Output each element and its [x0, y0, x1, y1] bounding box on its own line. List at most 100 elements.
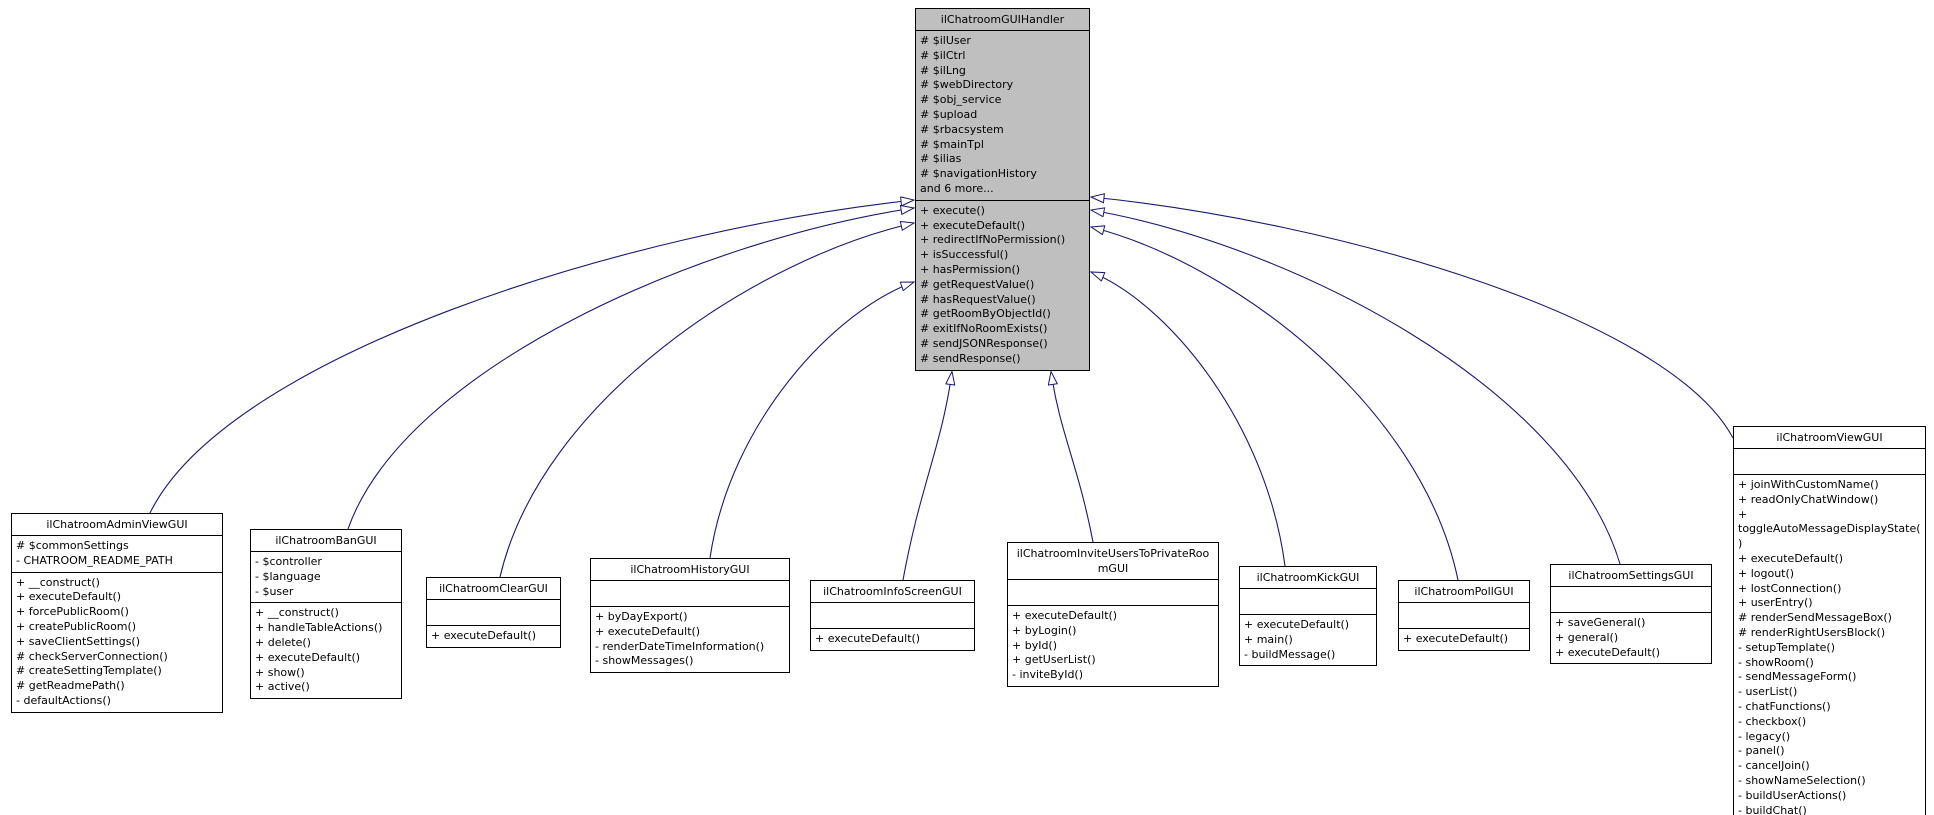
member-row: + toggleAutoMessageDisplayState() [1738, 507, 1921, 551]
class-attributes [427, 600, 560, 626]
class-box-ilChatroomSettingsGUI[interactable]: ilChatroomSettingsGUI + saveGeneral()+ g… [1550, 564, 1712, 665]
class-attributes [811, 603, 974, 629]
class-box-ilChatroomBanGUI[interactable]: ilChatroomBanGUI - $controller- $languag… [250, 529, 402, 700]
member-row: - buildUserActions() [1738, 788, 1847, 802]
member-row: + main() [1244, 632, 1293, 646]
member-row: - CHATROOM_README_PATH [16, 553, 173, 567]
member-row: # $ilUser [920, 34, 971, 47]
member-row: # getRequestValue() [920, 277, 1035, 291]
inheritance-arrow-ilChatroomInfoScreenGUI [902, 372, 952, 581]
member-row: # sendResponse() [920, 351, 1021, 365]
member-row: + show() [255, 665, 305, 679]
class-methods: + __construct()+ executeDefault()+ force… [12, 573, 222, 712]
member-row: # $rbacsystem [920, 122, 1004, 136]
inheritance-arrow-ilChatroomClearGUI [499, 223, 914, 578]
member-row: # $obj_service [920, 93, 1002, 107]
inheritance-arrow-ilChatroomKickGUI [1091, 272, 1286, 567]
member-row: # getReadmePath() [16, 679, 125, 693]
class-box-ilChatroomInfoScreenGUI[interactable]: ilChatroomInfoScreenGUI + executeDefault… [810, 580, 975, 651]
class-box-ilChatroomKickGUI[interactable]: ilChatroomKickGUI + executeDefault()+ ma… [1239, 566, 1377, 667]
member-row: + handleTableActions() [255, 621, 383, 635]
member-row: + __construct() [16, 575, 100, 589]
member-row: + isSuccessful() [920, 248, 1009, 262]
class-box-ilChatroomClearGUI[interactable]: ilChatroomClearGUI + executeDefault() [426, 577, 561, 648]
member-row: + saveClientSettings() [16, 634, 141, 648]
member-row: + executeDefault() [255, 650, 361, 664]
member-row: # $webDirectory [920, 78, 1014, 92]
class-attributes [1399, 603, 1529, 629]
class-title: ilChatroomPollGUI [1399, 581, 1529, 603]
class-title: ilChatroomKickGUI [1240, 567, 1376, 589]
member-row: - showMessages() [595, 654, 694, 668]
member-row: # checkServerConnection() [16, 649, 168, 663]
member-row: + getUserList() [1012, 653, 1096, 667]
member-row: + __construct() [255, 606, 339, 620]
class-box-ilChatroomGUIHandler[interactable]: ilChatroomGUIHandler # $ilUser# $ilCtrl#… [915, 8, 1090, 371]
class-title: ilChatroomInviteUsersToPrivateRoomGUI [1008, 543, 1218, 580]
member-row: + byLogin() [1012, 623, 1077, 637]
member-row: # hasRequestValue() [920, 292, 1036, 306]
member-row: + logout() [1738, 566, 1795, 580]
member-row: + active() [255, 680, 310, 694]
member-row: + hasPermission() [920, 262, 1021, 276]
class-attributes: # $ilUser# $ilCtrl# $ilLng# $webDirector… [916, 31, 1089, 201]
member-row: - showNameSelection() [1738, 773, 1866, 787]
member-row: - renderDateTimeInformation() [595, 639, 765, 653]
member-row: + executeDefault() [815, 632, 921, 645]
member-row: # $ilias [920, 152, 962, 166]
member-row: + executeDefault() [1738, 551, 1844, 565]
member-row: # createSettingTemplate() [16, 664, 162, 678]
member-row: # $ilCtrl [920, 48, 966, 62]
member-row: - buildChat() [1738, 803, 1807, 815]
member-row: # sendJSONResponse() [920, 336, 1048, 350]
class-methods: + executeDefault()+ main()- buildMessage… [1240, 615, 1376, 665]
class-attributes: - $controller- $language- $user [251, 552, 401, 604]
class-box-ilChatroomHistoryGUI[interactable]: ilChatroomHistoryGUI + byDayExport()+ ex… [590, 558, 790, 674]
member-row: # renderSendMessageBox() [1738, 611, 1892, 625]
member-row: # renderRightUsersBlock() [1738, 625, 1886, 639]
member-row: - $controller [255, 555, 322, 568]
class-title: ilChatroomHistoryGUI [591, 559, 789, 581]
class-box-ilChatroomAdminViewGUI[interactable]: ilChatroomAdminViewGUI # $commonSettings… [11, 513, 223, 713]
class-box-ilChatroomPollGUI[interactable]: ilChatroomPollGUI + executeDefault() [1398, 580, 1530, 651]
member-row: # $ilLng [920, 63, 966, 77]
member-row: - $user [255, 584, 294, 598]
class-box-ilChatroomInviteUsersToPrivateRoomGUI[interactable]: ilChatroomInviteUsersToPrivateRoomGUI + … [1007, 542, 1219, 687]
member-row: # exitIfNoRoomExists() [920, 322, 1048, 336]
member-row: # $commonSettings [16, 539, 129, 552]
class-methods: + executeDefault() [811, 629, 974, 650]
class-attributes [1240, 589, 1376, 615]
class-title: ilChatroomInfoScreenGUI [811, 581, 974, 603]
class-methods: + saveGeneral()+ general()+ executeDefau… [1551, 613, 1711, 663]
member-row: + forcePublicRoom() [16, 605, 129, 619]
member-row: - $language [255, 569, 321, 583]
member-row: + joinWithCustomName() [1738, 478, 1879, 491]
class-title: ilChatroomClearGUI [427, 578, 560, 600]
member-row: + byId() [1012, 638, 1058, 652]
inheritance-arrow-ilChatroomBanGUI [347, 208, 914, 530]
inheritance-arrow-ilChatroomInviteUsersToPrivateRoomGUI [1051, 372, 1094, 543]
member-row: + executeDefault() [1012, 609, 1118, 622]
member-row: - buildMessage() [1244, 647, 1336, 661]
class-title: ilChatroomViewGUI [1734, 427, 1925, 449]
member-row: + executeDefault() [595, 624, 701, 638]
member-row: + userEntry() [1738, 596, 1813, 610]
inheritance-arrow-ilChatroomHistoryGUI [709, 281, 914, 559]
member-row: + delete() [255, 635, 311, 649]
class-methods: + __construct()+ handleTableActions()+ d… [251, 603, 401, 698]
class-attributes [591, 581, 789, 607]
member-row: + readOnlyChatWindow() [1738, 492, 1879, 506]
inheritance-arrow-ilChatroomSettingsGUI [1091, 210, 1621, 565]
member-row: - setupTemplate() [1738, 640, 1836, 654]
class-title: ilChatroomGUIHandler [916, 9, 1089, 31]
member-row: - checkbox() [1738, 714, 1807, 728]
class-attributes [1734, 449, 1925, 475]
member-row: + byDayExport() [595, 610, 688, 623]
member-row: + redirectIfNoPermission() [920, 233, 1066, 247]
class-title: ilChatroomBanGUI [251, 530, 401, 552]
member-row: + executeDefault() [431, 629, 537, 642]
class-box-ilChatroomViewGUI[interactable]: ilChatroomViewGUI + joinWithCustomName()… [1733, 426, 1926, 815]
member-row: + general() [1555, 630, 1619, 644]
